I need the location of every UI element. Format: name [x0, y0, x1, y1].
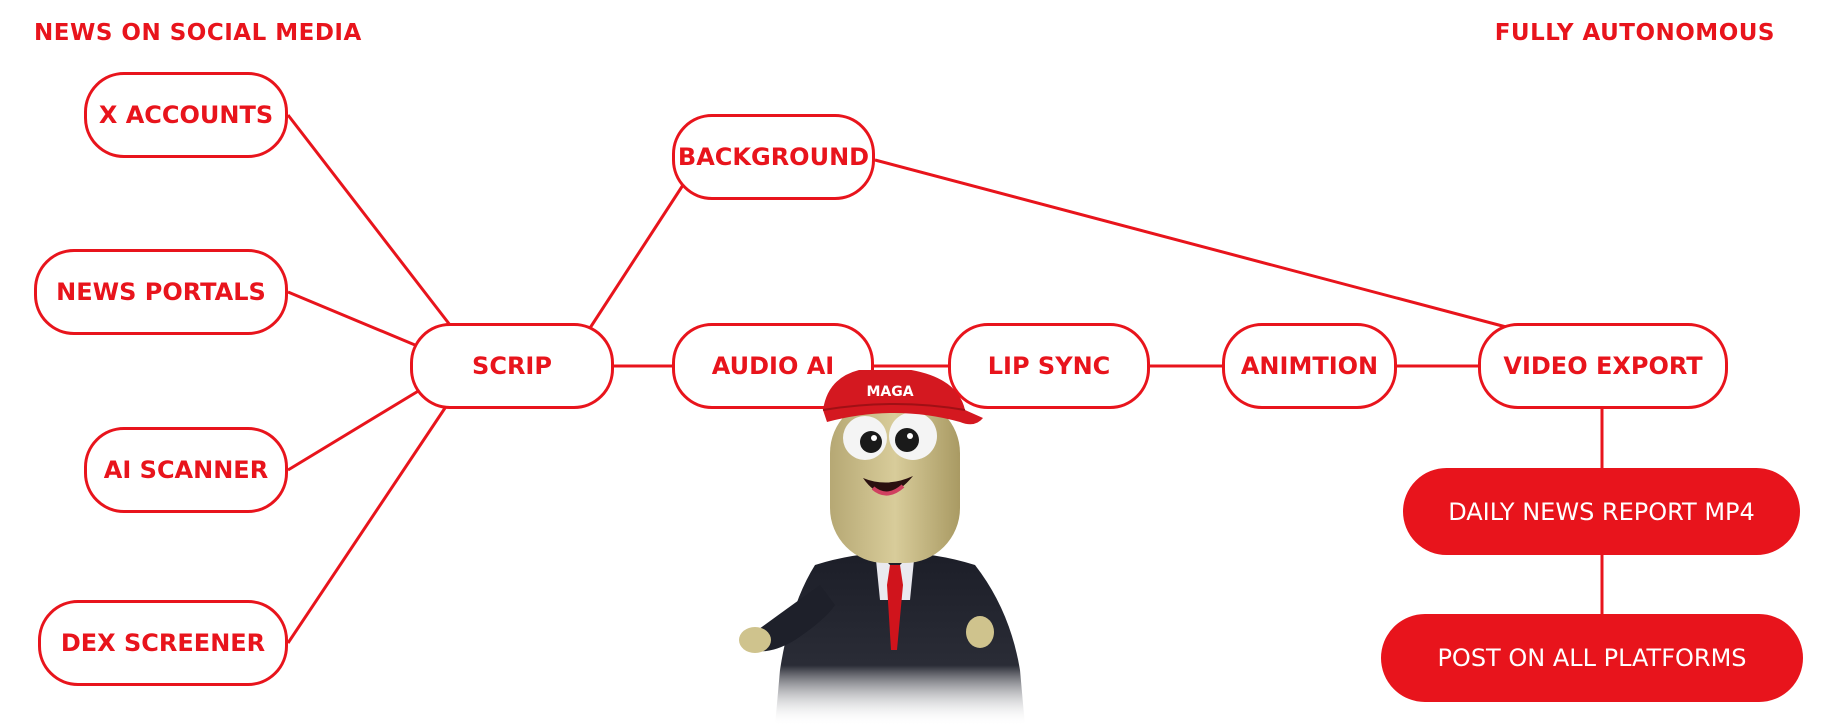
header-left: NEWS ON SOCIAL MEDIA — [34, 20, 362, 46]
edge-background-video-export — [874, 158, 1511, 330]
edge-news-portals-scrip — [287, 290, 416, 347]
node-label: X ACCOUNTS — [98, 101, 274, 129]
edge-ai-scanner-scrip — [287, 388, 421, 472]
left-pupil — [860, 431, 882, 453]
right-hand — [966, 616, 994, 648]
cap-text: MAGA — [866, 384, 913, 400]
node-scrip: SCRIP — [410, 323, 614, 409]
node-label: AI SCANNER — [103, 456, 269, 484]
edge-scrip-background — [588, 184, 685, 329]
header-right: FULLY AUTONOMOUS — [1494, 20, 1775, 46]
red-tie — [887, 565, 903, 650]
right-pupil — [895, 428, 919, 452]
node-label: POST ON ALL PLATFORMS — [1437, 644, 1747, 672]
node-label: AUDIO AI — [711, 352, 835, 380]
node-label: SCRIP — [472, 352, 552, 380]
node-lip-sync: LIP SYNC — [948, 323, 1150, 409]
edge-x-accounts-scrip — [286, 114, 452, 326]
node-daily-news-report: DAILY NEWS REPORT MP4 — [1403, 468, 1800, 555]
node-animtion: ANIMTION — [1222, 323, 1397, 409]
node-x-accounts: X ACCOUNTS — [84, 72, 288, 158]
node-label: DAILY NEWS REPORT MP4 — [1448, 497, 1755, 526]
node-dex-screener: DEX SCREENER — [38, 600, 288, 686]
left-arm — [749, 585, 835, 652]
edge-dex-screener-scrip — [286, 407, 447, 644]
node-news-portals: NEWS PORTALS — [34, 249, 288, 335]
node-label: DEX SCREENER — [60, 629, 266, 657]
node-label: VIDEO EXPORT — [1503, 352, 1703, 380]
mascot-character: MAGA — [739, 370, 1025, 726]
left-hand — [739, 627, 771, 653]
suit-body — [775, 552, 1025, 726]
node-background: BACKGROUND — [672, 114, 875, 200]
node-audio-ai: AUDIO AI — [672, 323, 874, 409]
node-label: LIP SYNC — [987, 352, 1111, 380]
red-cap — [823, 370, 983, 425]
node-label: NEWS PORTALS — [56, 278, 266, 306]
node-video-export: VIDEO EXPORT — [1478, 323, 1728, 409]
node-label: BACKGROUND — [677, 143, 870, 171]
node-label: ANIMTION — [1240, 352, 1379, 380]
node-ai-scanner: AI SCANNER — [84, 427, 288, 513]
node-post-on-all-platforms: POST ON ALL PLATFORMS — [1381, 614, 1803, 702]
